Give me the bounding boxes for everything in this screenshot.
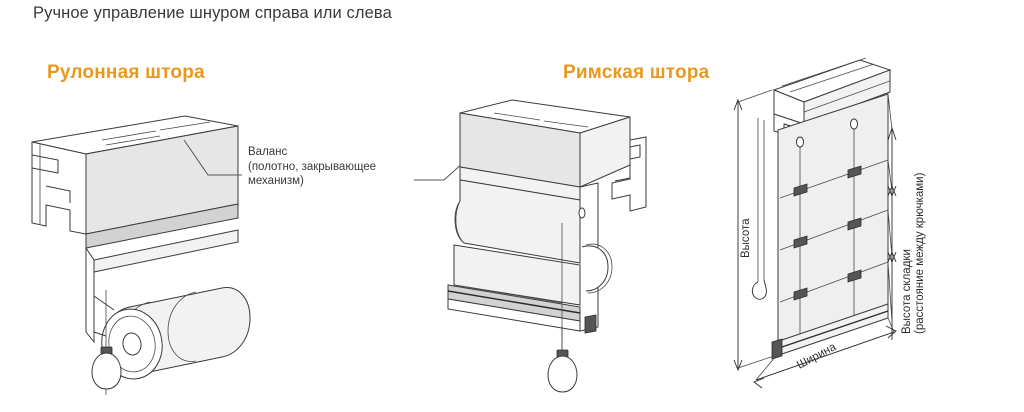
roman-full-headrail	[772, 57, 892, 141]
hook-icon	[850, 118, 858, 130]
hook-icon	[793, 183, 808, 197]
roman-cord-handle-group	[547, 325, 578, 393]
dimension-line-height	[733, 89, 775, 372]
roller-valance-panel	[85, 125, 239, 344]
callout-line-3: механизм)	[248, 175, 304, 187]
section-heading-roller-blind: Рулонная штора	[47, 62, 205, 83]
roller-cord-handle-group	[91, 290, 122, 390]
section-heading-roman-blind: Римская штора	[563, 62, 710, 83]
figure-roman-blind-dimensioned	[733, 57, 897, 389]
hook-icon	[847, 217, 862, 231]
hook-icon	[847, 269, 862, 283]
hook-icon	[793, 235, 808, 249]
dimension-line-width	[753, 317, 897, 389]
roman-cords-and-hooks	[793, 118, 862, 340]
roman-valance-panel	[454, 112, 581, 264]
leader-line-roman-valance	[414, 161, 465, 181]
roman-side-mechanism	[578, 182, 613, 334]
pull-handle-icon	[547, 355, 578, 393]
callout-line-2: (полотно, закрывающее	[248, 160, 377, 173]
pull-handle-icon	[91, 352, 122, 390]
roman-chain-loop	[751, 118, 767, 300]
roman-cassette	[459, 99, 647, 212]
callout-line-1: Валанс	[248, 146, 288, 158]
page-title: Ручное управление шнуром справа или слев…	[33, 4, 392, 22]
hook-icon	[796, 136, 804, 148]
hook-icon	[847, 165, 862, 179]
leader-line-roller-valance	[183, 139, 242, 176]
figure-roman-blind-detail	[447, 99, 647, 350]
callout-valance-label: Валанс (полотно, закрывающее механизм)	[248, 145, 376, 189]
dimension-line-fold-height	[887, 93, 897, 340]
hook-icon	[793, 287, 808, 301]
